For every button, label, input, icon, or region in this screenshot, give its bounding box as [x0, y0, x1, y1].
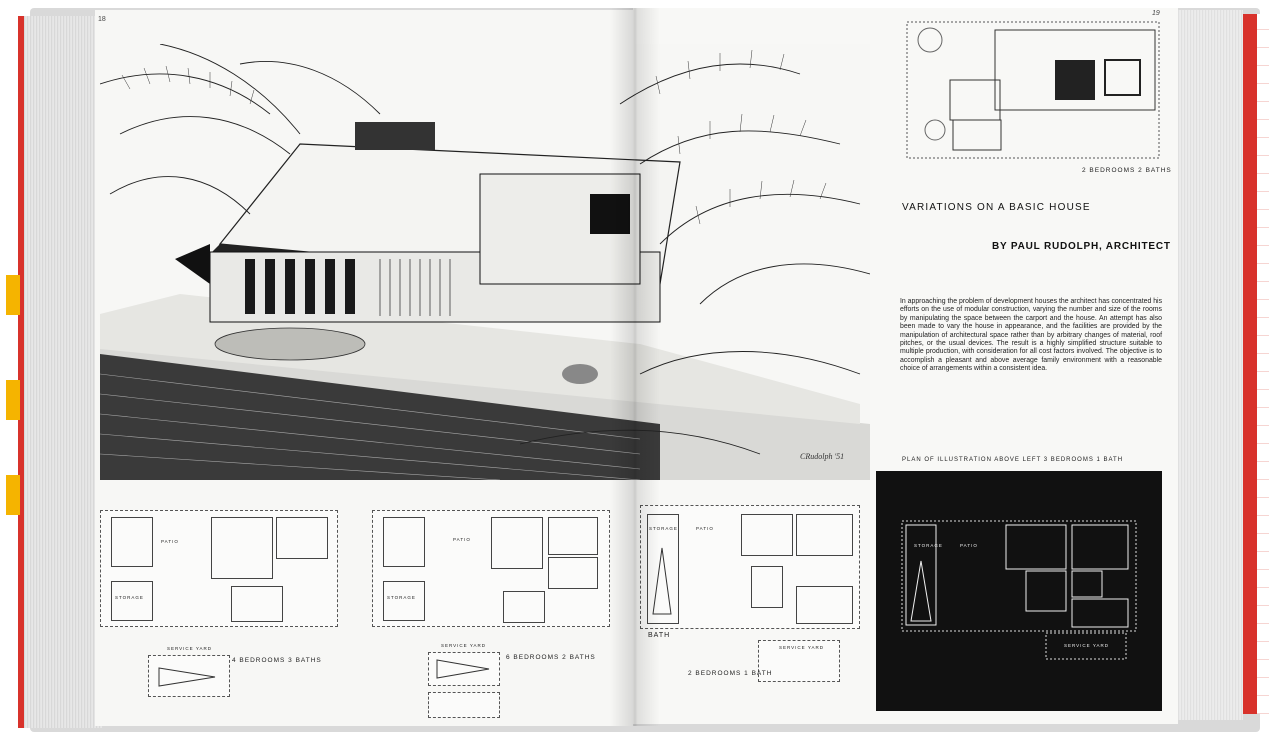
service-yard-box: SERVICE YARD: [428, 643, 500, 686]
floor-plan-6-bedrooms: PATIO STORAGE: [372, 510, 610, 627]
patio-label: PATIO: [960, 543, 978, 548]
floor-plan-4-bedrooms: PATIO STORAGE: [100, 510, 338, 627]
floor-plan-2-bedrooms-2-baths: [905, 20, 1161, 160]
left-page-edges: [18, 16, 102, 728]
floor-plan-2-bedrooms-1-bath: STORAGE PATIO: [640, 505, 860, 629]
service-yard-box: SERVICE YARD: [758, 640, 840, 682]
service-yard-label: SERVICE YARD: [167, 646, 213, 651]
patio-label: PATIO: [453, 537, 471, 542]
plan-2-caption: 6 BEDROOMS 2 BATHS: [506, 654, 596, 661]
bath-label: BATH: [648, 632, 670, 639]
article-body: In approaching the problem of developmen…: [900, 298, 1163, 373]
left-folio: 18: [98, 16, 106, 23]
right-folio: 19: [1152, 10, 1160, 17]
cover-grid-pattern: [1257, 14, 1269, 714]
storage-label: STORAGE: [387, 595, 416, 600]
right-cover-edge: [1243, 14, 1257, 714]
storage-label: STORAGE: [649, 526, 678, 531]
plan-1-caption: 4 BEDROOMS 3 BATHS: [232, 657, 322, 664]
service-yard-label: SERVICE YARD: [1064, 643, 1110, 648]
yellow-tab: [6, 475, 20, 515]
service-yard-box: SERVICE YARD: [148, 646, 230, 697]
black-floor-plan-panel: STORAGE PATIO SERVICE YARD: [876, 471, 1162, 711]
article-headline: VARIATIONS ON A BASIC HOUSE: [902, 202, 1091, 213]
bottom-plan-caption: 2 BEDROOMS 1 BATH: [688, 670, 773, 677]
patio-label: PATIO: [696, 526, 714, 531]
storage-box: [428, 692, 500, 718]
storage-label: STORAGE: [115, 595, 144, 600]
left-cover-edge: [18, 16, 24, 728]
yellow-tab: [6, 275, 20, 315]
storage-label: STORAGE: [914, 543, 943, 548]
service-yard-label: SERVICE YARD: [779, 645, 825, 650]
top-plan-caption: 2 BEDROOMS 2 BATHS: [1082, 167, 1172, 174]
plan-illustration-caption: PLAN OF ILLUSTRATION ABOVE LEFT 3 BEDROO…: [902, 457, 1124, 463]
right-page-edges: [1175, 10, 1243, 720]
book-gutter: [610, 8, 660, 726]
yellow-tab: [6, 380, 20, 420]
patio-label: PATIO: [161, 539, 179, 544]
house-perspective-illustration: CRudolph '51: [100, 44, 870, 480]
service-yard-label: SERVICE YARD: [441, 643, 487, 648]
article-byline: BY PAUL RUDOLPH, ARCHITECT: [992, 241, 1171, 252]
illustration-signature: CRudolph '51: [800, 452, 844, 461]
